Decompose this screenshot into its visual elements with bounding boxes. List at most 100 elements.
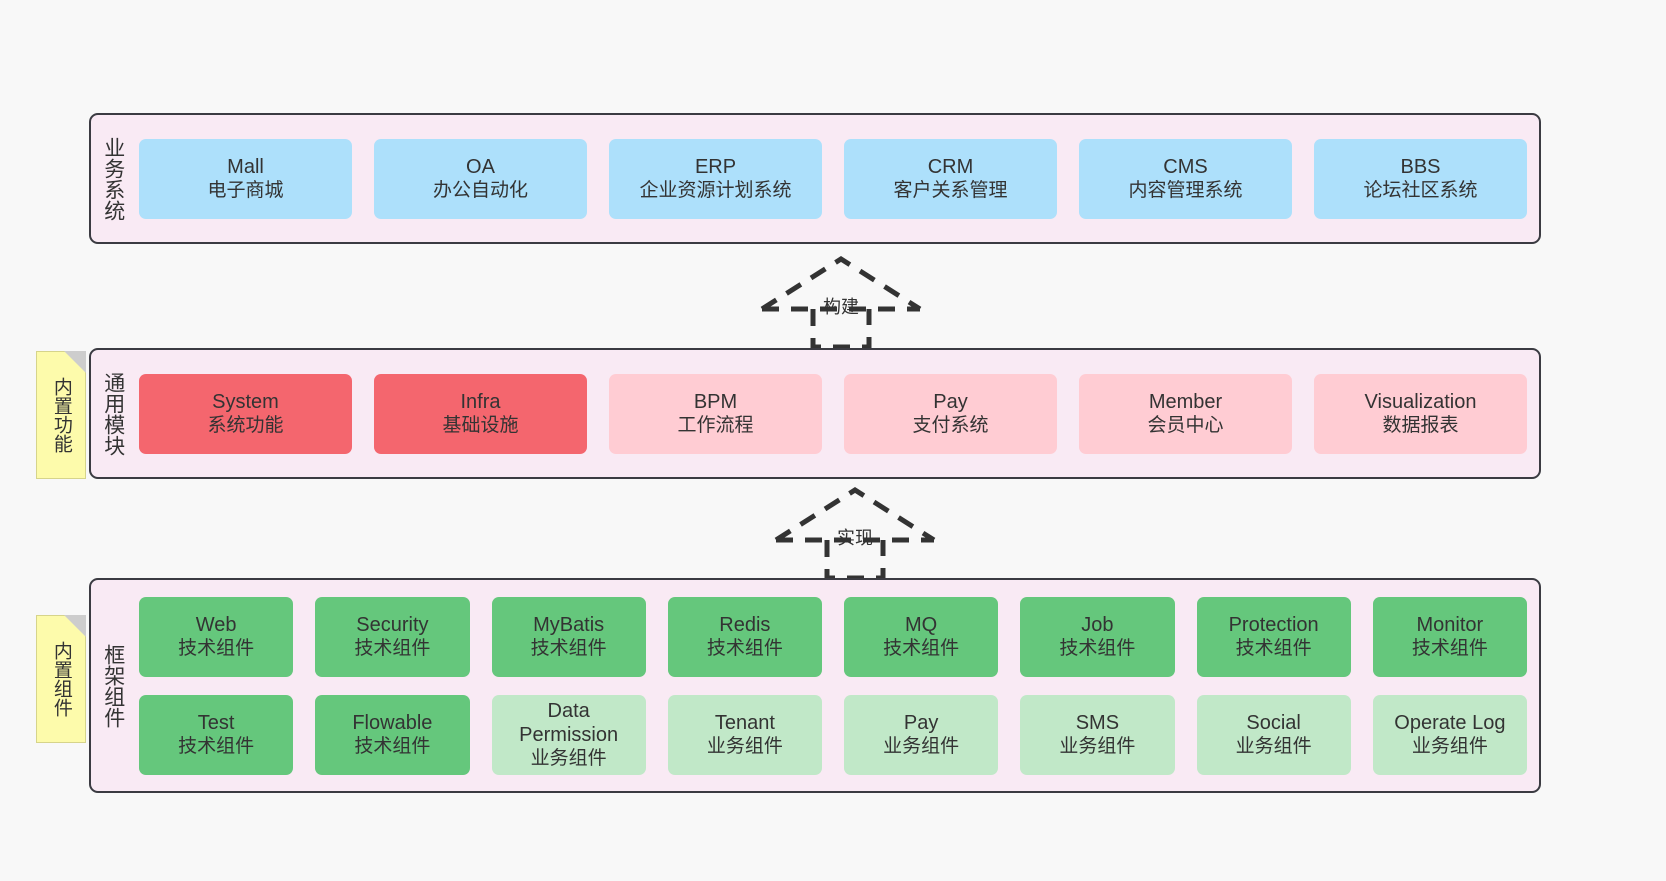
framework-card-security[interactable]: Security 技术组件 [315, 596, 470, 677]
card-cn-label: 技术组件 [354, 736, 431, 758]
card-en-label: System [212, 390, 279, 413]
layer-framework-components: 框架组件 Web 技术组件 Security 技术组件 MyBatis 技术组件… [89, 578, 1541, 793]
card-cn-label: 会员中心 [1147, 415, 1224, 437]
card-en-label: CMS [1163, 155, 1208, 178]
framework-card-redis[interactable]: Redis 技术组件 [667, 596, 822, 677]
module-card-infra[interactable]: Infra 基础设施 [374, 373, 587, 454]
framework-row-business: Test 技术组件 Flowable 技术组件 Data Permission … [139, 694, 1527, 775]
connector-build-label: 构建 [823, 297, 859, 317]
connector-build: 构建 [756, 253, 926, 350]
card-cn-label: 技术组件 [1059, 638, 1136, 660]
business-card-oa[interactable]: OA 办公自动化 [374, 138, 587, 219]
layer-business-systems: 业务系统 Mall 电子商城 OA 办公自动化 ERP 企业资源计划系统 CRM… [89, 113, 1541, 244]
card-cn-label: 技术组件 [178, 736, 255, 758]
card-en-label: Infra [460, 390, 501, 413]
module-row: System 系统功能 Infra 基础设施 BPM 工作流程 Pay 支付系统… [139, 373, 1527, 454]
card-cn-label: 业务组件 [883, 736, 960, 758]
card-cn-label: 技术组件 [883, 638, 960, 660]
card-cn-label: 业务组件 [1059, 736, 1136, 758]
framework-card-social[interactable]: Social 业务组件 [1196, 694, 1351, 775]
card-en-label: Member [1148, 390, 1223, 413]
card-cn-label: 客户关系管理 [893, 180, 1008, 202]
sticky-note-builtin-components: 内置组件 [36, 615, 86, 743]
card-cn-label: 技术组件 [354, 638, 431, 660]
card-cn-label: 业务组件 [530, 748, 607, 770]
framework-card-sms[interactable]: SMS 业务组件 [1020, 694, 1175, 775]
card-cn-label: 业务组件 [1235, 736, 1312, 758]
framework-card-test[interactable]: Test 技术组件 [139, 694, 294, 775]
card-cn-label: 工作流程 [677, 415, 754, 437]
framework-card-mybatis[interactable]: MyBatis 技术组件 [491, 596, 646, 677]
card-cn-label: 内容管理系统 [1128, 180, 1243, 202]
card-cn-label: 基础设施 [442, 415, 519, 437]
card-en-label: Operate Log [1394, 711, 1506, 734]
layer-module-title: 通用模块 [101, 371, 125, 456]
layer-module-body: System 系统功能 Infra 基础设施 BPM 工作流程 Pay 支付系统… [135, 350, 1539, 477]
card-en-label: CRM [927, 155, 974, 178]
card-cn-label: 业务组件 [1411, 736, 1488, 758]
framework-card-tenant[interactable]: Tenant 业务组件 [667, 694, 822, 775]
card-cn-label: 系统功能 [207, 415, 284, 437]
layer-business-title: 业务系统 [101, 136, 125, 221]
card-en-label: Web [195, 613, 237, 636]
card-cn-label: 企业资源计划系统 [639, 180, 792, 202]
card-cn-label: 数据报表 [1382, 415, 1459, 437]
layer-general-modules: 通用模块 System 系统功能 Infra 基础设施 BPM 工作流程 Pay… [89, 348, 1541, 479]
card-en-label: Social [1246, 711, 1301, 734]
card-cn-label: 支付系统 [912, 415, 989, 437]
card-en-label: Pay [903, 711, 939, 734]
framework-card-operate-log[interactable]: Operate Log 业务组件 [1372, 694, 1527, 775]
card-en-label: OA [466, 155, 495, 178]
sticky-note-label: 内置功能 [50, 377, 72, 453]
card-cn-label: 技术组件 [530, 638, 607, 660]
card-en-label: Security [356, 613, 429, 636]
card-en-label: Job [1081, 613, 1114, 636]
card-en-label: MQ [905, 613, 938, 636]
framework-card-mq[interactable]: MQ 技术组件 [844, 596, 999, 677]
business-card-cms[interactable]: CMS 内容管理系统 [1079, 138, 1292, 219]
card-cn-label: 技术组件 [1235, 638, 1312, 660]
connector-implement: 实现 [770, 484, 940, 581]
layer-framework-title: 框架组件 [101, 643, 125, 728]
card-en-label: Monitor [1416, 613, 1484, 636]
business-card-bbs[interactable]: BBS 论坛社区系统 [1314, 138, 1527, 219]
card-en-label: Tenant [714, 711, 775, 734]
module-card-bpm[interactable]: BPM 工作流程 [609, 373, 822, 454]
layer-business-body: Mall 电子商城 OA 办公自动化 ERP 企业资源计划系统 CRM 客户关系… [135, 115, 1539, 242]
card-cn-label: 技术组件 [178, 638, 255, 660]
framework-row-technical: Web 技术组件 Security 技术组件 MyBatis 技术组件 Redi… [139, 596, 1527, 677]
framework-card-data-permission[interactable]: Data Permission 业务组件 [491, 694, 646, 775]
card-en-label: Protection [1228, 613, 1319, 636]
framework-card-protection[interactable]: Protection 技术组件 [1196, 596, 1351, 677]
framework-card-monitor[interactable]: Monitor 技术组件 [1372, 596, 1527, 677]
card-en-label: BBS [1400, 155, 1441, 178]
layer-framework-body: Web 技术组件 Security 技术组件 MyBatis 技术组件 Redi… [135, 580, 1539, 791]
business-card-crm[interactable]: CRM 客户关系管理 [844, 138, 1057, 219]
card-en-label: BPM [693, 390, 738, 413]
card-en-label: MyBatis [533, 613, 605, 636]
connector-build-glyph [760, 256, 922, 350]
module-card-system[interactable]: System 系统功能 [139, 373, 352, 454]
framework-card-web[interactable]: Web 技术组件 [139, 596, 294, 677]
card-en-label: Test [197, 711, 235, 734]
card-en-label: SMS [1075, 711, 1120, 734]
card-en-label: Redis [719, 613, 771, 636]
connector-implement-label: 实现 [837, 528, 873, 548]
framework-card-job[interactable]: Job 技术组件 [1020, 596, 1175, 677]
framework-card-pay[interactable]: Pay 业务组件 [844, 694, 999, 775]
card-en-label: Flowable [352, 711, 433, 734]
card-cn-label: 电子商城 [207, 180, 284, 202]
sticky-note-label: 内置组件 [50, 641, 72, 717]
card-cn-label: 技术组件 [706, 638, 783, 660]
card-en-label: Pay [933, 390, 968, 413]
module-card-visualization[interactable]: Visualization 数据报表 [1314, 373, 1527, 454]
card-cn-label: 论坛社区系统 [1363, 180, 1478, 202]
business-card-erp[interactable]: ERP 企业资源计划系统 [609, 138, 822, 219]
module-card-member[interactable]: Member 会员中心 [1079, 373, 1292, 454]
card-en-label: Mall [227, 155, 264, 178]
business-card-mall[interactable]: Mall 电子商城 [139, 138, 352, 219]
card-en-label: ERP [694, 155, 737, 178]
framework-card-flowable[interactable]: Flowable 技术组件 [315, 694, 470, 775]
module-card-pay[interactable]: Pay 支付系统 [844, 373, 1057, 454]
